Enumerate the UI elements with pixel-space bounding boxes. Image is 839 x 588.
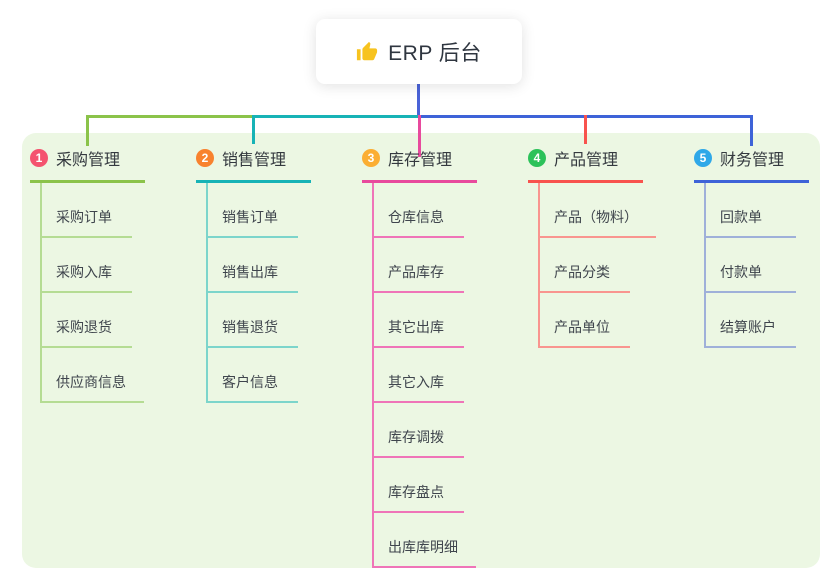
branch-1: 1 采购管理 采购订单采购入库采购退货供应商信息: [30, 146, 190, 403]
branch-title: 财务管理: [720, 152, 785, 169]
branch-number-badge: 4: [528, 149, 546, 167]
rail-segment-green: [86, 115, 255, 118]
branch-2: 2 销售管理 销售订单销售出库销售退货客户信息: [196, 146, 356, 403]
branch-number-badge: 3: [362, 149, 380, 167]
branch-item-label: 结算账户: [706, 317, 796, 348]
root-node: ERP 后台: [316, 19, 522, 84]
branch-header: 2 销售管理: [196, 146, 311, 183]
branch-item: 采购订单: [42, 183, 132, 238]
branch-item-label: 产品（物料）: [540, 207, 656, 238]
branch-item-label: 供应商信息: [42, 372, 144, 403]
branch-number-badge: 5: [694, 149, 712, 167]
branch-items: 仓库信息产品库存其它出库其它入库库存调拨库存盘点出库库明细: [372, 183, 522, 568]
branch-item: 供应商信息: [42, 348, 144, 403]
branch-3: 3 库存管理 仓库信息产品库存其它出库其它入库库存调拨库存盘点出库库明细: [362, 146, 522, 568]
branch-item-label: 其它入库: [374, 372, 464, 403]
branch-item-label: 销售订单: [208, 207, 298, 238]
branch-item: 库存盘点: [374, 458, 464, 513]
branch-header: 3 库存管理: [362, 146, 477, 183]
branch-item: 其它入库: [374, 348, 464, 403]
branch-item-label: 付款单: [706, 262, 796, 293]
branch-title: 采购管理: [56, 152, 121, 169]
branch-title: 库存管理: [388, 152, 453, 169]
branch-item-label: 销售出库: [208, 262, 298, 293]
branch-item: 采购退货: [42, 293, 132, 348]
rail-segment-teal: [252, 115, 421, 118]
branch-item: 采购入库: [42, 238, 132, 293]
branch-item-label: 产品库存: [374, 262, 464, 293]
branch-item-label: 出库库明细: [374, 537, 476, 568]
branch-item: 出库库明细: [374, 513, 476, 568]
branch-drop-line-1: [86, 115, 89, 146]
branch-drop-line-2: [252, 115, 255, 144]
branch-drop-line-4: [584, 115, 587, 144]
branch-5: 5 财务管理 回款单付款单结算账户: [694, 146, 839, 348]
branch-item-label: 销售退货: [208, 317, 298, 348]
branch-item-label: 客户信息: [208, 372, 298, 403]
branch-item: 结算账户: [706, 293, 796, 348]
branch-item: 回款单: [706, 183, 796, 238]
branch-item: 产品（物料）: [540, 183, 656, 238]
branch-item: 付款单: [706, 238, 796, 293]
branch-item-label: 产品分类: [540, 262, 630, 293]
branch-item: 产品分类: [540, 238, 630, 293]
branch-item: 销售出库: [208, 238, 298, 293]
modules-panel: [22, 133, 820, 568]
root-title: ERP 后台: [388, 41, 482, 65]
branch-drop-line-3: [418, 115, 421, 157]
branch-drop-line-5: [750, 115, 753, 146]
branch-item: 销售订单: [208, 183, 298, 238]
branch-item-label: 采购订单: [42, 207, 132, 238]
branch-item-label: 产品单位: [540, 317, 630, 348]
branch-item-label: 仓库信息: [374, 207, 464, 238]
branch-item: 产品单位: [540, 293, 630, 348]
branch-item: 其它出库: [374, 293, 464, 348]
branch-item: 客户信息: [208, 348, 298, 403]
branch-items: 产品（物料） 产品分类产品单位: [538, 183, 688, 348]
root-stem-line: [417, 84, 420, 118]
branch-number-badge: 1: [30, 149, 48, 167]
branch-items: 采购订单采购入库采购退货供应商信息: [40, 183, 190, 403]
branch-item-label: 回款单: [706, 207, 796, 238]
branch-title: 销售管理: [222, 152, 287, 169]
branch-item-label: 其它出库: [374, 317, 464, 348]
branch-items: 销售订单销售出库销售退货客户信息: [206, 183, 356, 403]
branch-item: 销售退货: [208, 293, 298, 348]
branch-item: 仓库信息: [374, 183, 464, 238]
branch-title: 产品管理: [554, 152, 619, 169]
branch-item-label: 库存调拨: [374, 427, 464, 458]
branch-header: 4 产品管理: [528, 146, 643, 183]
branch-number-badge: 2: [196, 149, 214, 167]
branch-items: 回款单付款单结算账户: [704, 183, 839, 348]
branch-item-label: 采购退货: [42, 317, 132, 348]
branch-item-label: 库存盘点: [374, 482, 464, 513]
branch-header: 5 财务管理: [694, 146, 809, 183]
thumbs-up-icon: [356, 41, 378, 63]
branch-item-label: 采购入库: [42, 262, 132, 293]
branch-header: 1 采购管理: [30, 146, 145, 183]
branch-item: 库存调拨: [374, 403, 464, 458]
branch-4: 4 产品管理 产品（物料） 产品分类产品单位: [528, 146, 688, 348]
branch-item: 产品库存: [374, 238, 464, 293]
